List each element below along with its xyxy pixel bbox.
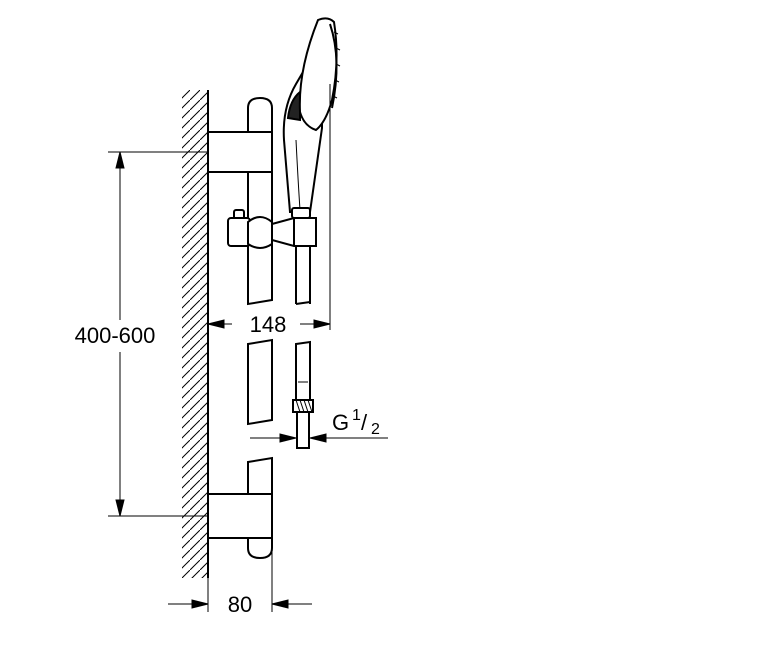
hand-shower: [282, 17, 341, 219]
svg-text:2: 2: [371, 421, 380, 438]
hose-upper: [295, 240, 311, 305]
svg-text:G: G: [332, 410, 349, 435]
depth-label: 80: [228, 592, 252, 617]
dimension-height: [108, 151, 208, 517]
wall: [182, 90, 209, 578]
hose-nut: [292, 399, 314, 413]
svg-text:/: /: [361, 410, 368, 435]
thread-label: G 1 / 2: [332, 407, 380, 438]
rail-upper-segment: [247, 96, 273, 306]
dimension-thread: [250, 433, 388, 443]
height-range-label: 400-600: [75, 323, 156, 348]
dimension-offset: [207, 84, 331, 330]
svg-text:1: 1: [352, 407, 361, 424]
hose-thread-end: [296, 411, 310, 449]
offset-label: 148: [250, 312, 287, 337]
hose-lower: [295, 340, 311, 401]
sliding-holder: [227, 209, 317, 249]
rail-middle-segment: [247, 338, 273, 426]
dimension-depth: [168, 540, 312, 612]
